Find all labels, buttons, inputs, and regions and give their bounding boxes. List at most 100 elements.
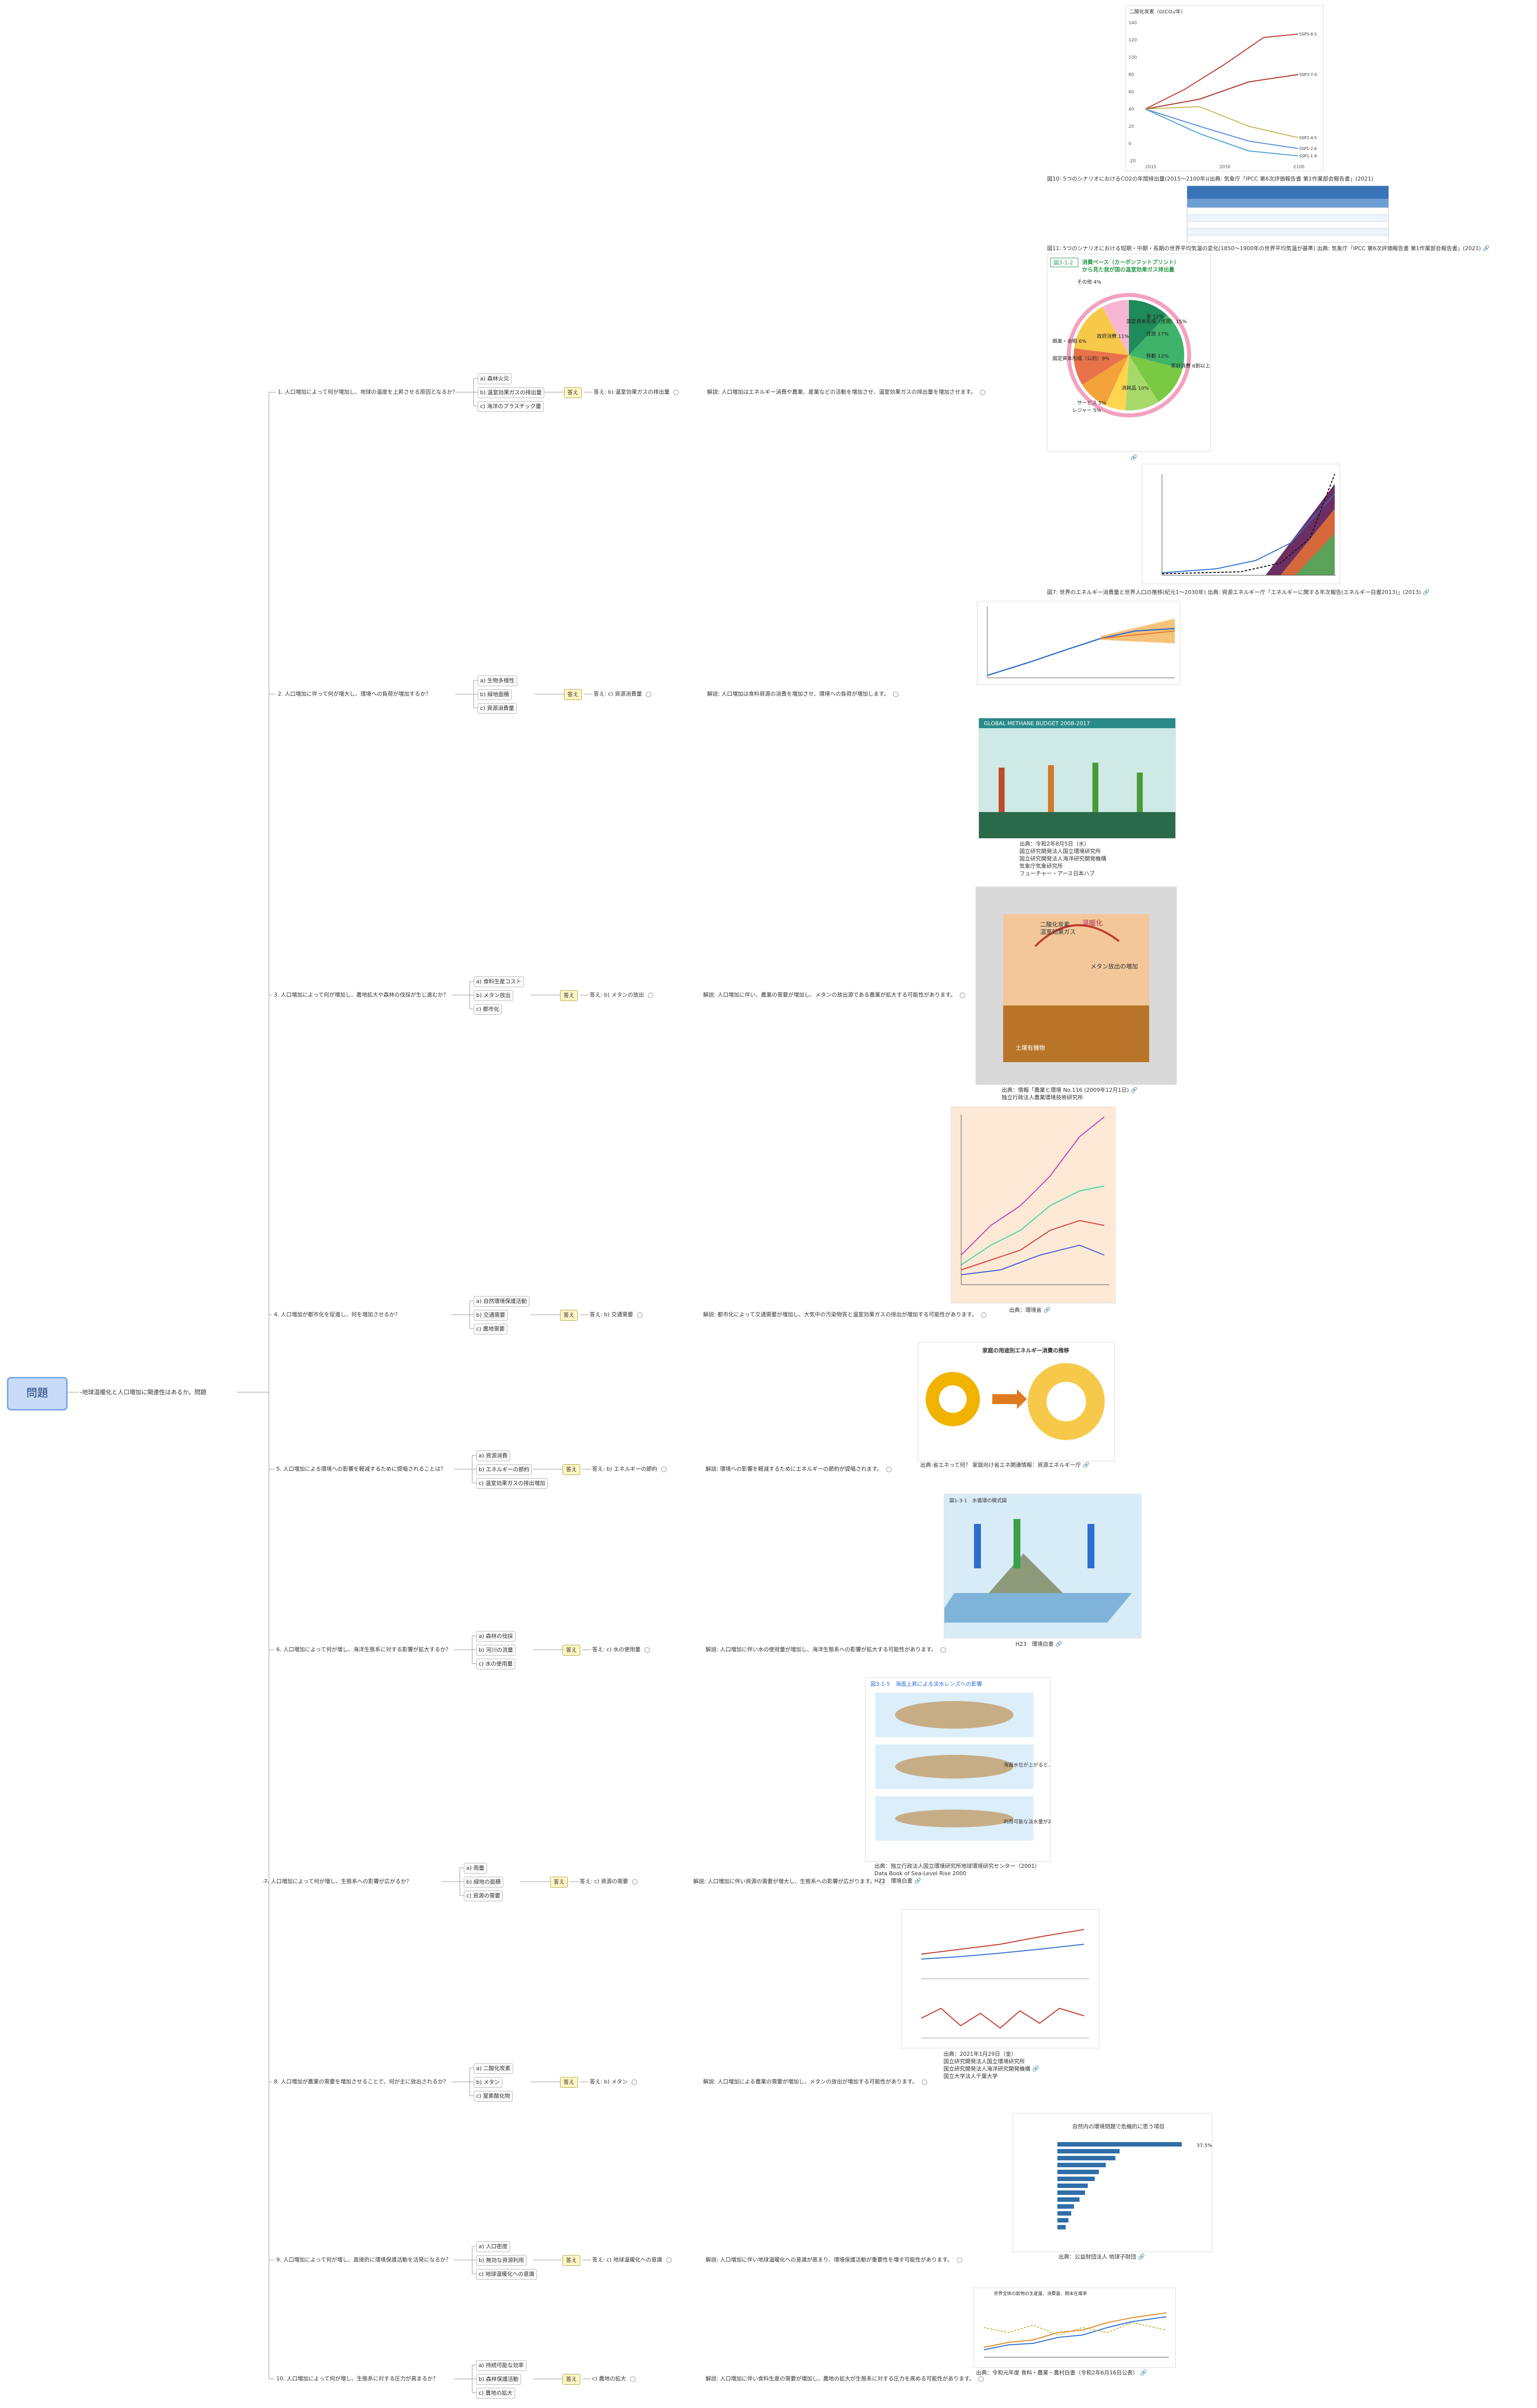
option-node[interactable]: b) メタン: [474, 2077, 502, 2088]
pie-slice: [1074, 348, 1129, 385]
option-node[interactable]: b) 無効な資源利用: [476, 2255, 526, 2266]
question-node[interactable]: 8. 人口増加が農業の需要を増加させることで、何が主に放出されるか？: [274, 2078, 449, 2085]
option-node[interactable]: b) 温室効果ガスの排出量: [478, 387, 544, 398]
option-node[interactable]: c) 窒素酸化物: [474, 2091, 513, 2102]
option-node[interactable]: b) 河川の流量: [476, 1645, 516, 1656]
option-node[interactable]: a) 生物多様性: [478, 675, 517, 686]
link-icon[interactable]: 🔗: [1083, 1462, 1090, 1468]
option-node[interactable]: b) 交通需要: [474, 1310, 508, 1321]
pie-slice: [1129, 315, 1184, 369]
explanation-node[interactable]: 解説: 人口増加に伴い地球温暖化への意識が高まり、環境保護活動が重要性を増す可能…: [706, 2257, 962, 2263]
question-node[interactable]: 5. 人口増加による環境への影響を軽減するために提唱されることは？: [276, 1466, 446, 1472]
world-population-chart: [977, 601, 1180, 685]
link-icon[interactable]: 🔗: [1140, 2370, 1147, 2376]
explanation-node[interactable]: 解説: 人口増加に伴い水の使用量が増加し、海洋生態系への影響が拡大する可能性があ…: [706, 1646, 946, 1653]
option-node[interactable]: c) 農地需要: [474, 1324, 507, 1334]
option-node[interactable]: c) 資源の需要: [464, 1890, 503, 1901]
explanation-node[interactable]: 解説: 人口増加に伴い食料生産の需要が増加し、農地の拡大が生態系に対する圧力を高…: [706, 2375, 984, 2382]
answer-label[interactable]: 答え: [562, 1464, 580, 1475]
answer-node[interactable]: c) 農地の拡大: [592, 2375, 636, 2382]
question-node[interactable]: 6. 人口増加によって何が増し、海洋生態系に対する影響が拡大するか？: [276, 1646, 451, 1653]
question-node[interactable]: 2. 人口増加に伴って何が増大し、環境への負荷が増加するか？: [278, 691, 431, 697]
pie-label: 消耗品 10%: [1122, 385, 1149, 391]
circle-icon: [647, 992, 653, 998]
answer-node[interactable]: 答え: b) メタンの放出: [590, 992, 653, 999]
answer-node[interactable]: 答え: c) 資源消費量: [594, 691, 652, 698]
option-node[interactable]: a) 自然環境保護活動: [474, 1296, 529, 1307]
answer-node[interactable]: 答え: c) 資源の需要: [580, 1878, 638, 1885]
explanation-node[interactable]: 解説: 人口増加による農業の需要が増加し、メタンの放出が増加する可能性があります…: [703, 2078, 927, 2085]
answer-node[interactable]: 答え: c) 水の使用量: [592, 1646, 650, 1653]
option-node[interactable]: c) 資源消費量: [478, 703, 517, 714]
question-node[interactable]: 7. 人口増加によって何が増し、生態系への影響が広がるか？: [264, 1878, 412, 1885]
circle-icon: [631, 2079, 637, 2085]
question-node[interactable]: 9. 人口増加によって何が増し、直接的に環境保護活動を活発になるか？: [276, 2257, 451, 2263]
bar: [1057, 2149, 1120, 2153]
link-icon[interactable]: 🔗: [1130, 454, 1137, 461]
answer-node[interactable]: 答え: c) 地球温暖化への意識: [592, 2257, 672, 2263]
bar: [1057, 2204, 1074, 2209]
option-node[interactable]: c) 都市化: [474, 1004, 502, 1015]
co2-series-line: [1145, 109, 1299, 149]
answer-label[interactable]: 答え: [562, 1645, 580, 1656]
option-node[interactable]: a) 資源消費: [476, 1450, 510, 1461]
option-node[interactable]: c) 温室効果ガスの排出増加: [476, 1478, 548, 1489]
answer-label[interactable]: 答え: [562, 2255, 580, 2266]
root-node[interactable]: 問題: [7, 1377, 68, 1410]
option-node[interactable]: a) 森林火災: [478, 373, 512, 384]
circle-icon: [921, 2079, 927, 2085]
co2-ytick: 60: [1128, 90, 1134, 95]
co2-axis-title: 二酸化炭素（GtCO₂/年）: [1129, 8, 1186, 15]
explanation-node[interactable]: 解説: 環境への影響を軽減するためにエネルギーの節約が提唱されます。: [706, 1466, 892, 1473]
option-node[interactable]: b) エネルギーの節約: [476, 1464, 532, 1475]
link-icon[interactable]: 🔗: [1138, 2254, 1145, 2260]
answer-node[interactable]: 答え: b) エネルギーの節約: [592, 1466, 667, 1473]
answer-label[interactable]: 答え: [564, 689, 582, 700]
link-icon[interactable]: 🔗: [1483, 245, 1490, 252]
answer-node[interactable]: 答え: b) 交通需要: [590, 1311, 642, 1318]
link-icon[interactable]: 🔗: [1044, 1307, 1050, 1313]
svg-text:土壌有機物: 土壌有機物: [1015, 1044, 1045, 1051]
svg-text:海面水位が上がると…: 海面水位が上がると…: [1004, 1762, 1050, 1768]
question-node[interactable]: 10. 人口増加によって何が増し、生態系に対する圧力が高まるか？: [276, 2375, 439, 2382]
option-node[interactable]: a) 持続可能な効率: [476, 2360, 526, 2371]
answer-label[interactable]: 答え: [550, 1877, 568, 1888]
option-node[interactable]: b) 緑地の面積: [464, 1877, 503, 1888]
explanation-node[interactable]: 解説: 都市化によって交通需要が増加し、大気中の汚染物質と温室効果ガスの排出が増…: [703, 1311, 987, 1318]
link-icon[interactable]: 🔗: [1032, 2066, 1039, 2072]
question-node[interactable]: 4. 人口増加が都市化を促進し、何を増加させるか？: [274, 1311, 400, 1318]
answer-label[interactable]: 答え: [564, 387, 582, 398]
answer-label[interactable]: 答え: [560, 2077, 578, 2088]
question-node[interactable]: 3. 人口増加によって何が増加し、農地拡大や森林の伐採が生じ進むか？: [274, 992, 449, 998]
option-node[interactable]: a) 二酸化炭素: [474, 2063, 513, 2074]
answer-node[interactable]: 答え: b) メタン: [590, 2078, 637, 2085]
option-node[interactable]: a) 雨量: [464, 1863, 487, 1874]
option-node[interactable]: a) 森林の伐採: [476, 1631, 516, 1642]
explanation-node[interactable]: 解説: 人口増加はエネルギー消費や農業、産業などの活動を増加させ、温室効果ガスの…: [707, 389, 986, 396]
caption-sea: 出典：独立行政法人国立環境研究所地球環境研究センター（2001）Data Boo…: [874, 1863, 1040, 1884]
option-node[interactable]: c) 水の使用量: [476, 1659, 515, 1669]
explanation-node[interactable]: 解説: 人口増加に伴い資源の需要が増大し、生態系への影響が広がります。: [693, 1878, 885, 1885]
answer-node[interactable]: 答え: b) 温室効果ガスの排出量: [594, 389, 679, 396]
option-node[interactable]: b) メタン放出: [474, 990, 513, 1001]
option-node[interactable]: b) 森林保護活動: [476, 2374, 521, 2385]
topic-node[interactable]: -地球温暖化と人口増加に関連性はあるか。問題: [80, 1389, 207, 1396]
option-node[interactable]: c) 農地の拡大: [476, 2388, 515, 2399]
link-icon[interactable]: 🔗: [1423, 589, 1430, 595]
option-node[interactable]: c) 海洋のプラスチック量: [478, 401, 544, 412]
link-icon[interactable]: 🔗: [1055, 1641, 1062, 1647]
option-node[interactable]: b) 緑地面積: [478, 689, 512, 700]
question-node[interactable]: 1. 人口増加によって何が増加し、地球の温度を上昇させる原因となるか？: [278, 389, 458, 395]
answer-label[interactable]: 答え: [560, 1310, 578, 1321]
link-icon[interactable]: 🔗: [1130, 1087, 1138, 1093]
option-node[interactable]: a) 人口密度: [476, 2241, 510, 2252]
explanation-node[interactable]: 解説: 人口増加は食料資源の消費を増加させ、環境への負荷が増加します。: [707, 691, 899, 698]
explanation-node[interactable]: 解説: 人口増加に伴い、農業の需要が増加し、メタンの放出源である農業が拡大する可…: [703, 992, 965, 999]
answer-label[interactable]: 答え: [560, 990, 578, 1001]
answer-label[interactable]: 答え: [562, 2374, 580, 2385]
caption-energy-saving: 出典:省エネって何？ 家庭向け省エネ関連情報：資源エネルギー庁🔗: [920, 1462, 1090, 1468]
bar: [1057, 2170, 1099, 2174]
option-node[interactable]: c) 地球温暖化への意識: [476, 2269, 537, 2280]
link-icon[interactable]: 🔗: [914, 1878, 921, 1884]
option-node[interactable]: a) 食料生産コスト: [474, 976, 524, 987]
